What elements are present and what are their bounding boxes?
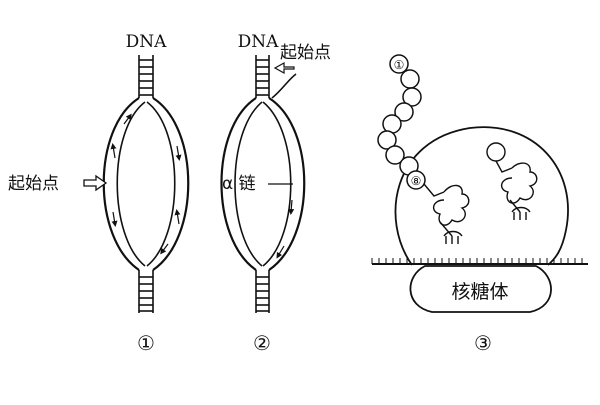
panel-2-rolling-circle: DNA 起始点 xyxy=(220,32,331,355)
amino-acid-bead xyxy=(402,87,422,107)
panel-2-bottom-dna-ladder xyxy=(255,270,270,313)
panel-1-origin-arrow xyxy=(83,174,108,192)
ribosome-small-subunit xyxy=(409,265,552,313)
trna-with-amino-acid xyxy=(486,142,538,220)
panel-1-replication-bubble: DNA xyxy=(8,32,190,355)
amino-acid-bead xyxy=(406,170,426,190)
amino-acid-bead xyxy=(377,130,397,150)
panel-2-number: ② xyxy=(253,331,271,355)
amino-acid-bead xyxy=(385,145,405,165)
chain-label-first: ① xyxy=(394,58,405,72)
amino-acid-bead xyxy=(389,54,409,74)
panel-2-top-dna-ladder xyxy=(255,55,270,98)
panel-1-origin-label: 起始点 xyxy=(8,174,59,194)
amino-acid-bead xyxy=(394,102,414,122)
panel-2-origin-arrow xyxy=(273,61,295,75)
ribosome-large-subunit xyxy=(394,126,569,266)
panel-3-translation: 核糖体 ① ⑧ xyxy=(371,54,588,355)
amino-acid-bead xyxy=(400,69,420,89)
panel-3-number: ③ xyxy=(474,331,492,355)
panel-1-number: ① xyxy=(137,331,155,355)
panel-2-direction-arrows xyxy=(276,199,295,259)
panel-2-alpha-strand-label: α 链 xyxy=(222,174,256,194)
panel-2-displaced-strand-tail xyxy=(271,73,297,99)
amino-acid-bead xyxy=(382,114,402,134)
panel-1-top-dna-ladder xyxy=(138,55,154,98)
panel-1-dna-label: DNA xyxy=(126,32,168,52)
ribosome-label: 核糖体 xyxy=(451,281,508,303)
panel-2-dna-label: DNA xyxy=(238,32,280,52)
trna-with-chain xyxy=(423,183,470,244)
panel-2-origin-label: 起始点 xyxy=(280,43,331,63)
panel-1-direction-arrows xyxy=(110,113,182,255)
panel-1-bottom-dna-ladder xyxy=(138,270,154,313)
panel-1-bubble xyxy=(102,97,190,271)
polypeptide-chain xyxy=(377,54,426,190)
chain-label-eighth: ⑧ xyxy=(411,174,422,188)
mrna-strand xyxy=(371,258,588,265)
